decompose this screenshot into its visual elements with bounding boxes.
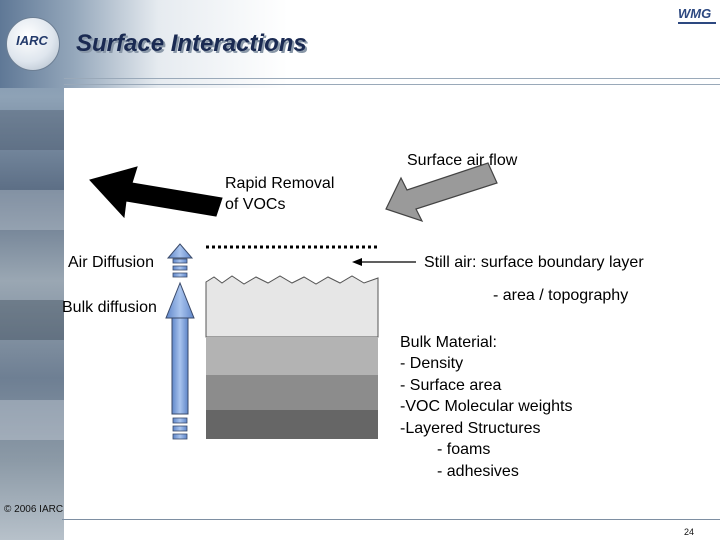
surface-air-flow-arrow xyxy=(385,162,498,223)
surface-air-flow-label: Surface air flow xyxy=(407,152,518,169)
sidebar-texture xyxy=(0,110,64,150)
page-title: Surface Interactions xyxy=(76,30,307,57)
rapid-removal-arrow xyxy=(89,166,223,219)
bulk-diffusion-arrow xyxy=(165,281,195,440)
bulk-material-subitem: - foams xyxy=(437,441,491,458)
air-diffusion-arrow xyxy=(166,243,194,278)
page-number: 24 xyxy=(684,527,695,537)
bulk-material-item: -VOC Molecular weights xyxy=(400,398,573,415)
bulk-layer-3 xyxy=(206,375,378,410)
page-title-shadow: Surface Interactions xyxy=(78,32,309,59)
wmg-logo-underline xyxy=(678,22,716,24)
decorative-sidebar xyxy=(0,0,64,540)
bulk-material-item: - Density xyxy=(400,355,464,372)
iarc-logo-text: IARC xyxy=(16,33,48,48)
area-topography-label: - area / topography xyxy=(493,287,629,304)
rapid-removal-label-line1: Rapid Removal xyxy=(225,175,335,192)
air-diffusion-label: Air Diffusion xyxy=(68,254,154,271)
bulk-material-block xyxy=(205,275,379,439)
still-air-label: Still air: surface boundary layer xyxy=(424,254,644,271)
bulk-diffusion-label: Bulk diffusion xyxy=(62,299,157,316)
rapid-removal-label-line2: of VOCs xyxy=(225,196,286,213)
boundary-pointer-arrow xyxy=(352,258,416,266)
bulk-material-item: - Surface area xyxy=(400,377,502,394)
iarc-logo xyxy=(6,17,60,71)
bulk-material-item: -Layered Structures xyxy=(400,420,541,437)
copyright-notice: © 2006 IARC xyxy=(4,504,64,515)
header-band xyxy=(0,0,720,88)
surface-layer xyxy=(205,275,379,338)
header-rule xyxy=(64,78,720,79)
bulk-material-subitem: - adhesives xyxy=(437,463,519,480)
sidebar-texture xyxy=(0,400,64,440)
sidebar-texture xyxy=(0,190,64,230)
bulk-material-heading: Bulk Material: xyxy=(400,334,497,351)
bulk-layer-2 xyxy=(206,337,378,375)
header-rule xyxy=(64,84,720,85)
footer-rule xyxy=(62,519,720,520)
wmg-logo: WMG xyxy=(678,6,712,21)
sidebar-texture xyxy=(0,300,64,340)
bulk-layer-4 xyxy=(206,410,378,439)
